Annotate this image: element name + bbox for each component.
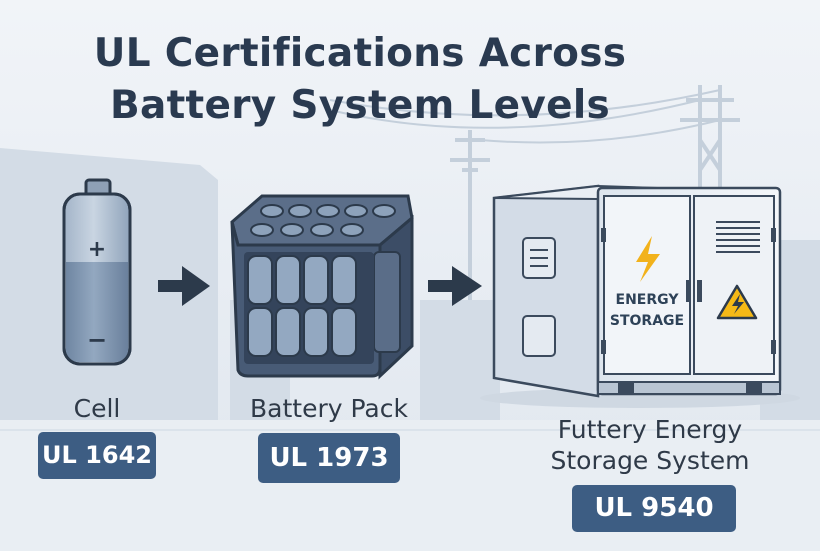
arrow-right-icon bbox=[428, 266, 482, 306]
standard-badge-ul-1642: UL 1642 bbox=[38, 432, 156, 479]
energy-storage-label: ENERGY STORAGE bbox=[604, 290, 690, 332]
arrow-right-icon bbox=[158, 266, 210, 306]
energy-storage-label-line-1: ENERGY bbox=[615, 292, 679, 308]
energy-storage-cabinet-icon bbox=[480, 184, 800, 408]
stage-label-battery-pack: Battery Pack bbox=[250, 394, 408, 423]
stage-label-energy-storage-system: Futtery Energy Storage System bbox=[530, 414, 770, 476]
lightning-bolt-icon bbox=[636, 236, 660, 282]
stage-label-line-1: Futtery Energy bbox=[557, 415, 743, 444]
energy-storage-label-line-2: STORAGE bbox=[609, 313, 685, 329]
high-voltage-warning-icon bbox=[716, 284, 758, 320]
stage-label-line-2: Storage System bbox=[550, 446, 750, 475]
battery-cell-icon: + − bbox=[62, 178, 132, 366]
vent-grille-icon bbox=[716, 221, 760, 253]
power-line-tower bbox=[329, 85, 740, 300]
title-line-2: Battery System Levels bbox=[109, 83, 611, 128]
standard-badge-text: UL 1973 bbox=[269, 443, 389, 473]
standard-badge-text: UL 9540 bbox=[594, 493, 714, 523]
standard-badge-ul-1973: UL 1973 bbox=[258, 433, 400, 483]
diagram-title: UL Certifications Across Battery System … bbox=[60, 28, 660, 132]
standard-badge-text: UL 1642 bbox=[42, 441, 152, 469]
positive-terminal-icon: + bbox=[88, 237, 106, 262]
title-line-1: UL Certifications Across bbox=[93, 31, 627, 76]
stage-label-cell: Cell bbox=[73, 394, 121, 423]
negative-terminal-icon: − bbox=[87, 326, 107, 354]
standard-badge-ul-9540: UL 9540 bbox=[572, 485, 736, 532]
battery-pack-icon bbox=[230, 194, 414, 380]
